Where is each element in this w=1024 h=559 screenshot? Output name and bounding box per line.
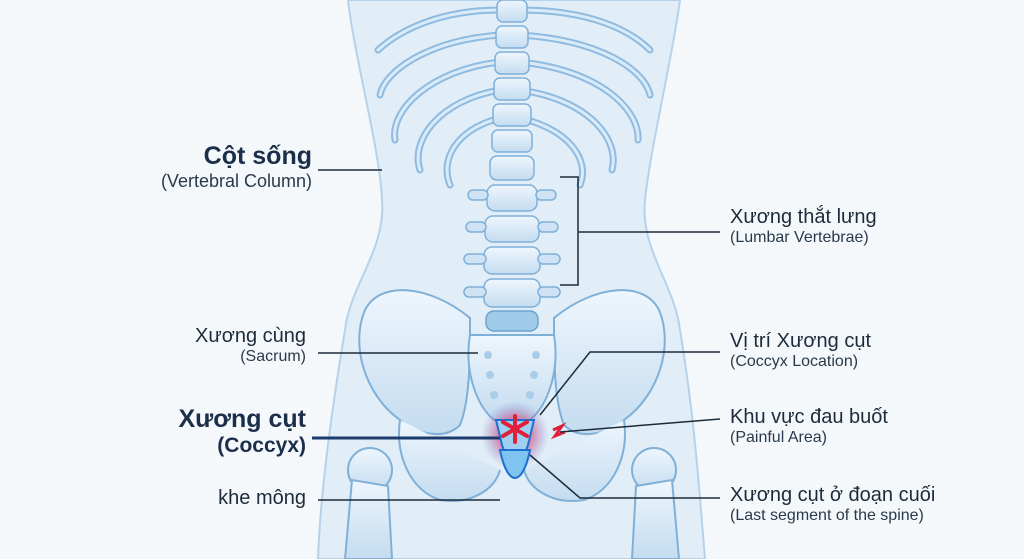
- pelvis: [343, 289, 681, 559]
- label-lumbar: Xương thắt lưng (Lumbar Vertebrae): [730, 206, 877, 247]
- label-main: Xương cụt ở đoạn cuối: [730, 484, 936, 506]
- label-main: Khu vực đau buốt: [730, 406, 888, 428]
- label-sub: (Vertebral Column): [160, 170, 312, 191]
- pain-star-icon: [501, 414, 529, 444]
- label-painful-area: Khu vực đau buốt (Painful Area): [730, 406, 888, 447]
- label-main: Xương cùng: [194, 325, 306, 347]
- label-sub: (Coccyx Location): [730, 353, 859, 370]
- label-main: Xương cụt: [178, 405, 306, 433]
- label-main: Cột sống: [203, 142, 312, 170]
- label-last-segment: Xương cụt ở đoạn cuối (Last segment of t…: [730, 484, 935, 525]
- label-coccyx-location: Vị trí Xương cụt (Coccyx Location): [730, 330, 871, 371]
- label-sub: (Last segment of the spine): [730, 507, 924, 524]
- spine: [483, 0, 541, 308]
- label-sacrum: Xương cùng (Sacrum): [195, 325, 306, 366]
- leader-lines: [318, 169, 721, 501]
- label-main: Xương thắt lưng: [730, 206, 877, 228]
- label-sub: (Coccyx): [217, 433, 306, 457]
- label-sub: (Sacrum): [240, 348, 306, 365]
- label-coccyx: Xương cụt (Coccyx): [178, 405, 306, 458]
- label-gluteal-cleft: khe mông: [218, 487, 306, 510]
- label-main: Vị trí Xương cụt: [730, 330, 871, 352]
- label-main: khe mông: [218, 487, 306, 509]
- label-vertebral-column: Cột sống (Vertebral Column): [161, 142, 312, 191]
- label-sub: (Painful Area): [730, 429, 827, 446]
- lightning-icon: [550, 422, 567, 440]
- label-sub: (Lumbar Vertebrae): [730, 229, 869, 246]
